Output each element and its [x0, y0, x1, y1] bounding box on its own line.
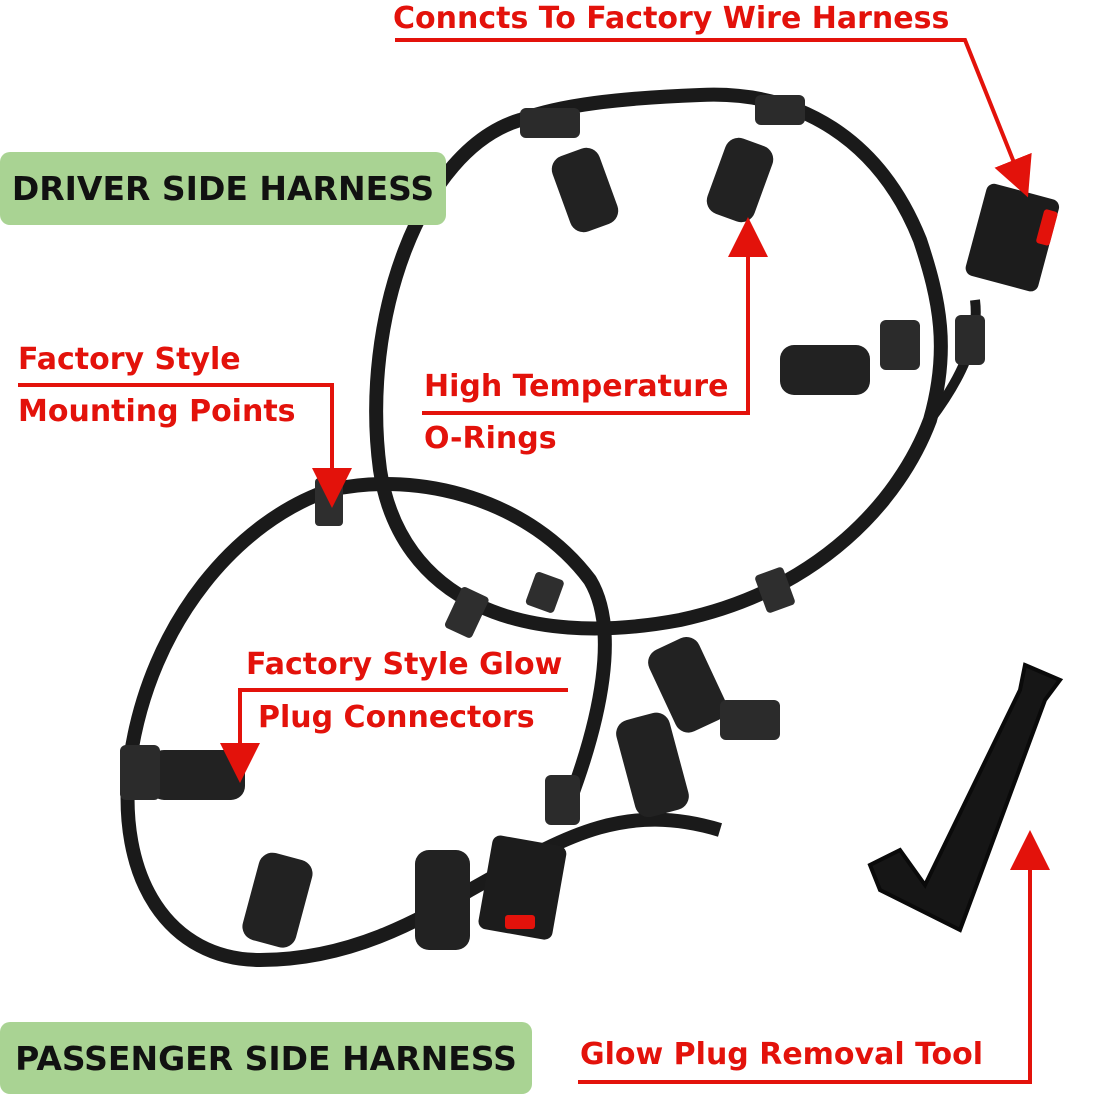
callout-glow-line1: Factory Style Glow [246, 647, 563, 682]
factory-harness-leader [395, 38, 1032, 198]
passenger-connector-2 [242, 852, 313, 948]
callout-glow-line2: Plug Connectors [258, 700, 535, 735]
callout-mounting-line2: Mounting Points [18, 394, 296, 429]
driver-wire-loop [369, 87, 948, 636]
driver-connector-3 [780, 320, 920, 395]
driver-connector-4 [648, 636, 780, 740]
callout-temp-line1: High Temperature [424, 369, 729, 404]
driver-side-badge: DRIVER SIDE HARNESS [0, 152, 446, 225]
driver-harness-plug [955, 183, 1060, 365]
passenger-connector-3 [415, 850, 470, 950]
driver-connector-2 [706, 95, 805, 223]
callout-removal-tool: Glow Plug Removal Tool [580, 1037, 984, 1072]
passenger-connector-4 [616, 712, 689, 818]
callout-temp-line2: O-Rings [424, 421, 557, 456]
callout-lines [18, 38, 1050, 1084]
callout-mounting-line1: Factory Style [18, 342, 241, 377]
callout-factory-harness: Conncts To Factory Wire Harness [393, 1, 950, 36]
driver-side-harness [369, 87, 1060, 740]
mounting-points-leader [18, 383, 352, 508]
passenger-wire-upper [328, 477, 612, 803]
glow-plug-removal-tool [867, 662, 1064, 933]
passenger-harness-plug [478, 775, 580, 940]
passenger-side-badge: PASSENGER SIDE HARNESS [0, 1022, 532, 1094]
o-rings-leader [422, 217, 768, 415]
driver-mounting-clip [525, 567, 795, 613]
passenger-connector-1 [120, 745, 245, 800]
driver-connector-1 [520, 108, 619, 233]
glow-connectors-leader [220, 688, 568, 783]
removal-tool-leader [578, 830, 1050, 1084]
